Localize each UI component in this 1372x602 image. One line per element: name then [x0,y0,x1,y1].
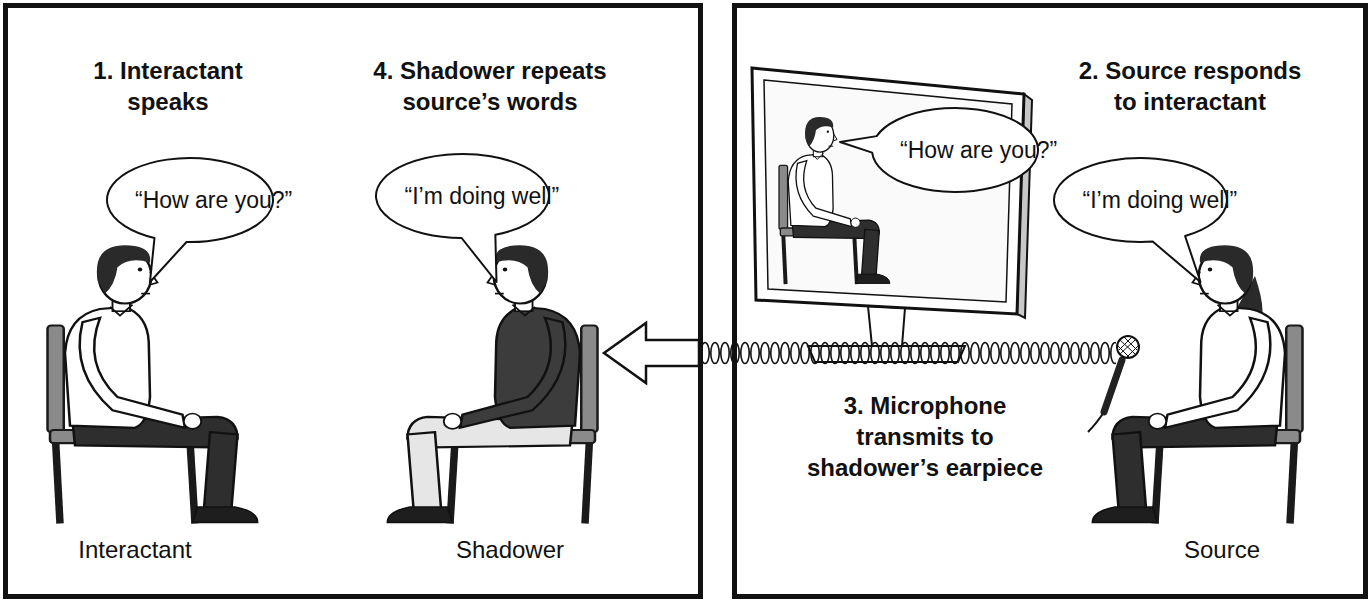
speech-bubble: “How are you?” [107,158,273,242]
speech-text: “I’m doing well” [405,183,560,209]
speech-text: “I’m doing well” [1083,187,1238,213]
source-figure [1093,245,1303,523]
speech-text: “How are you?” [900,137,1057,163]
step-heading: 3. Microphone transmits to shadower’s ea… [800,390,1050,484]
bubble-body: “I’m doing well” [405,183,520,209]
coil-wire [700,341,1116,365]
step-heading: 2. Source responds to interactant [1070,55,1310,117]
bubble-outline [1054,158,1227,282]
bubble-body: “How are you?” [900,137,1010,163]
step-heading: 1. Interactant speaks [73,55,263,117]
person-label: Source [1184,536,1260,565]
speech-bubble: “I’m doing well” [1054,158,1227,242]
speech-bubble: “I’m doing well” [376,154,549,238]
bubble-outline [107,158,273,282]
scene-panel: 2. Source responds to interactant 3. Micr… [732,3,1368,599]
person-label: Interactant [78,536,191,565]
step-heading: 4. Shadower repeats source’s words [355,55,625,117]
scene-panel: 1. Interactant speaks 4. Shadower repeats… [3,3,703,599]
bubble-body: “I’m doing well” [1083,187,1198,213]
shadower-figure [388,245,598,523]
bubble-outline [375,154,548,282]
microphone [1088,336,1139,432]
transmit-arrow [604,323,699,383]
person-label: Shadower [456,536,564,565]
interactant-figure [48,245,258,523]
bubble-body: “How are you?” [135,187,245,213]
speech-bubble: “How are you?” [872,108,1038,192]
speech-text: “How are you?” [135,187,292,213]
